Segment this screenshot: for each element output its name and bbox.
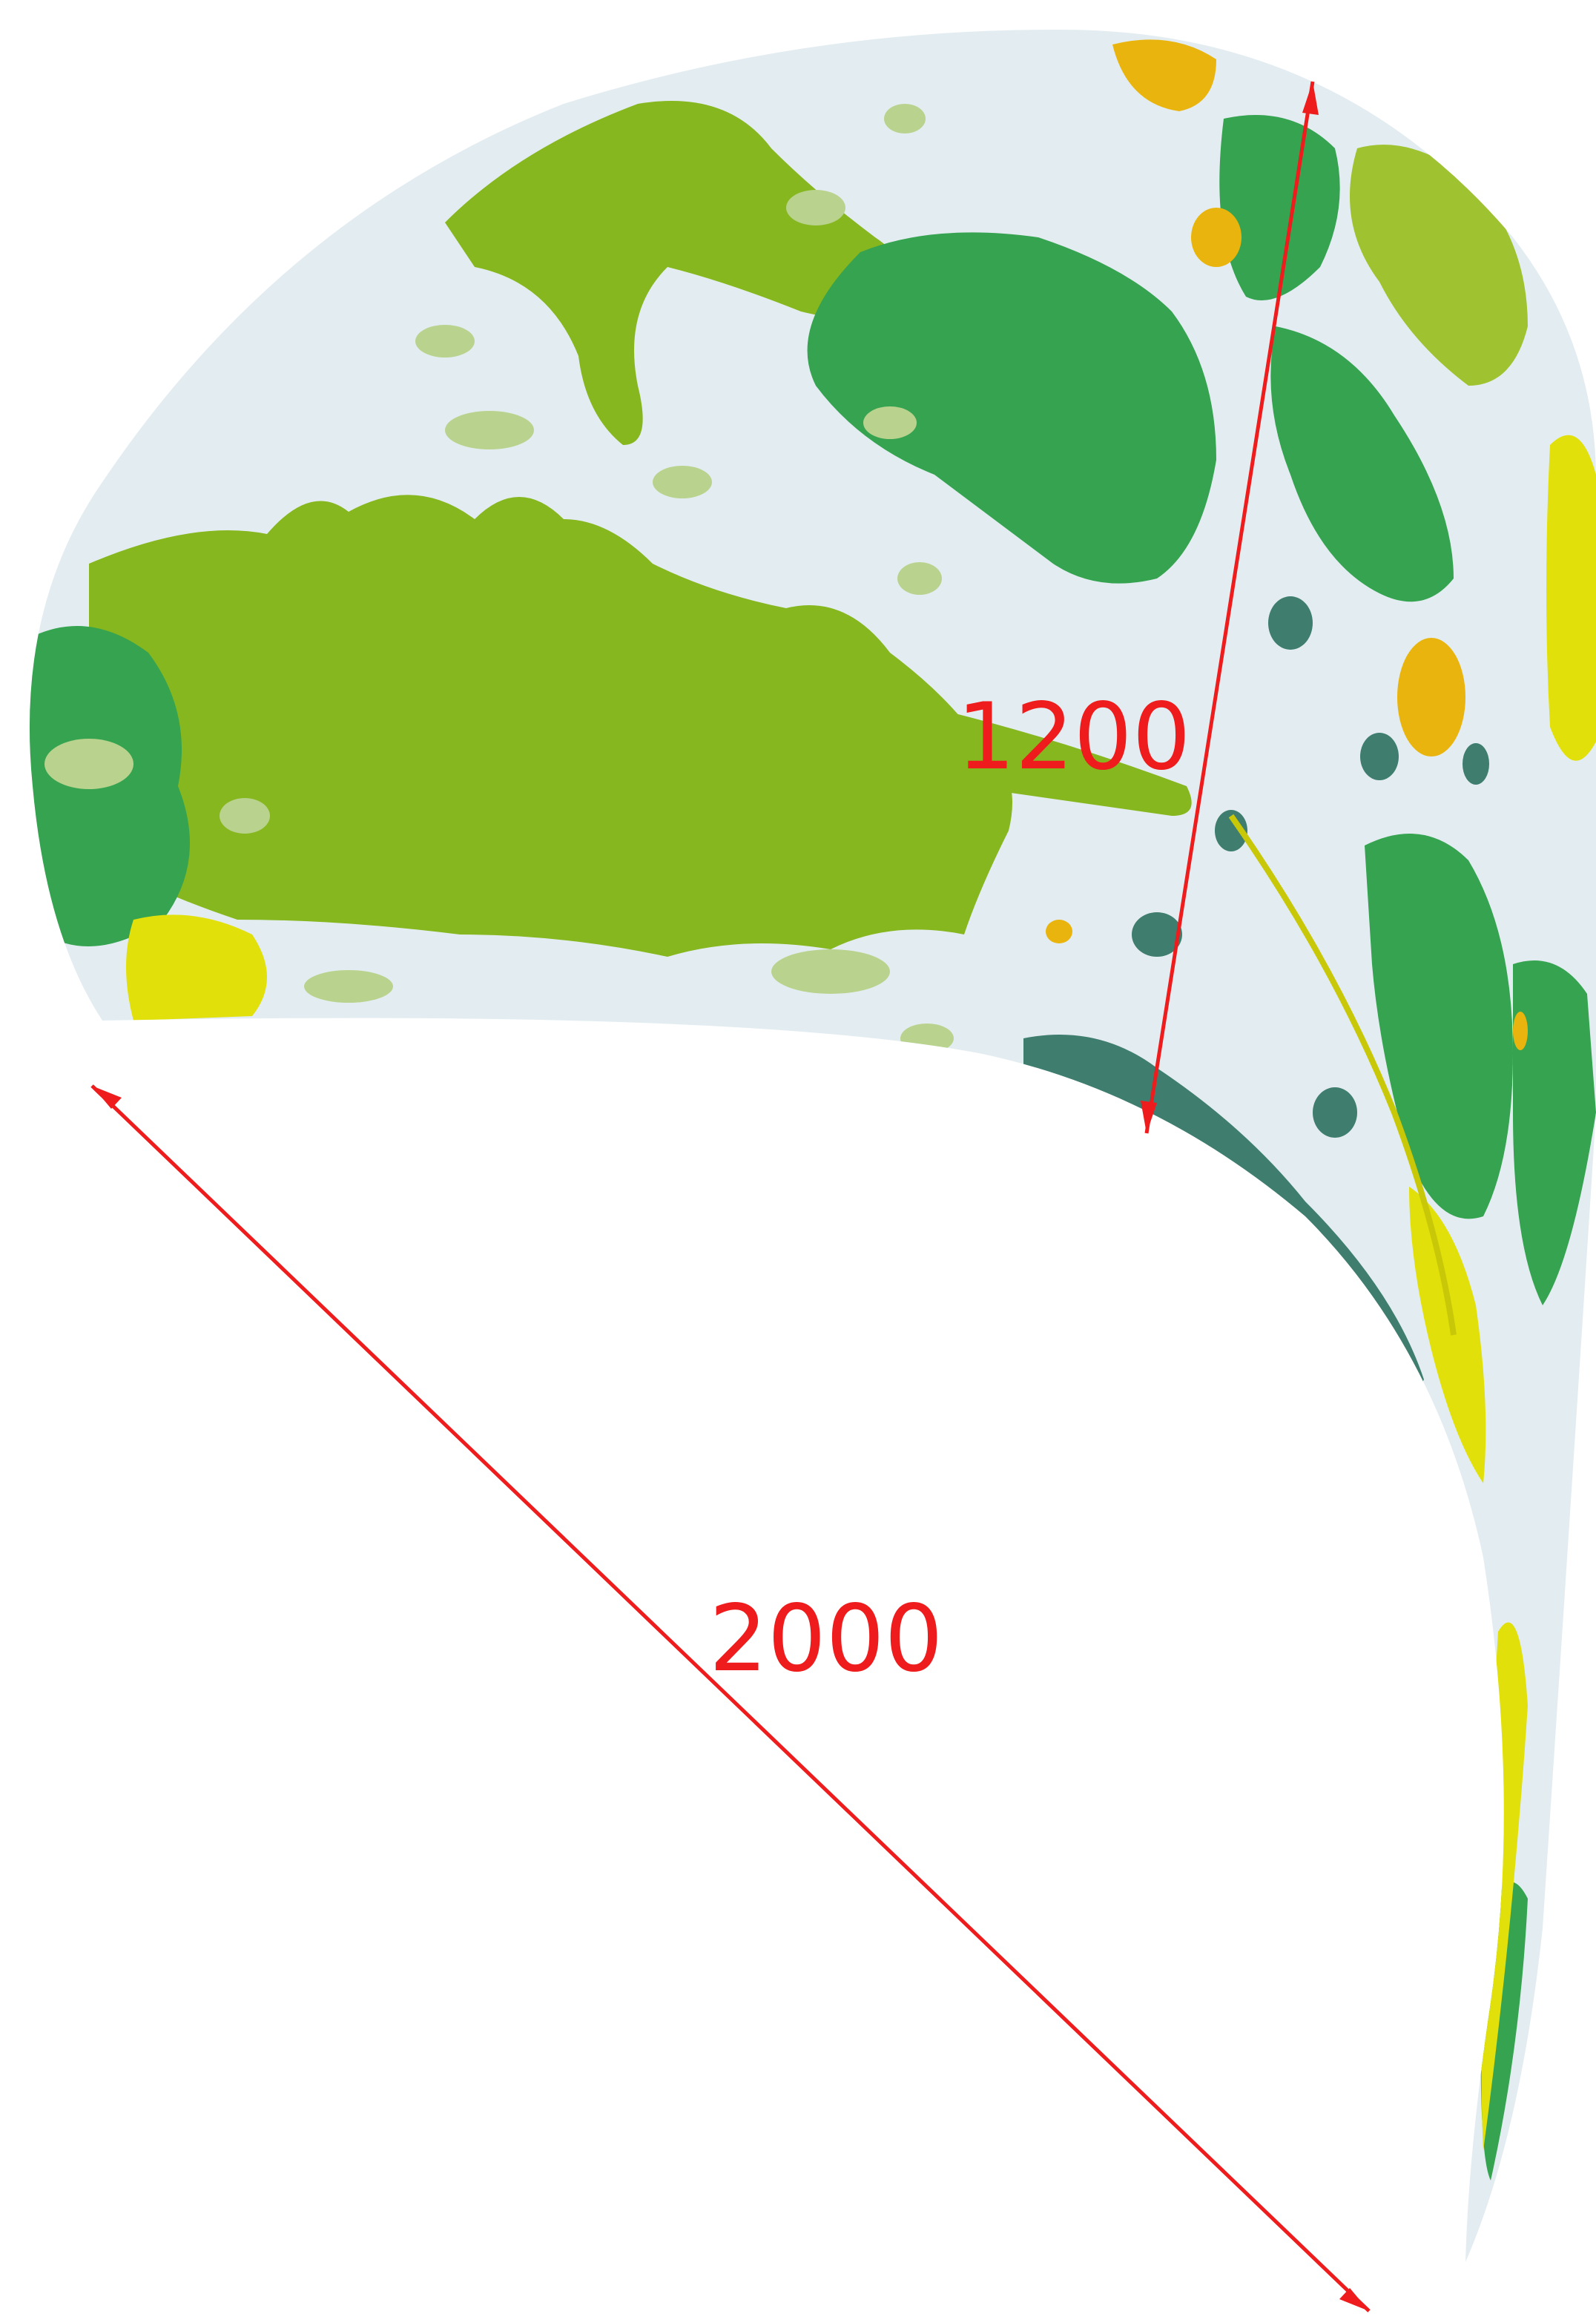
pale-spot-6 [786,190,845,225]
orange-spot-1 [1191,208,1241,267]
pale-spot-4 [445,411,534,449]
orange-spot-3 [1046,920,1072,943]
pale-spot-7 [863,406,917,439]
yellow-thin-line [1228,814,1457,1336]
width-dimension: 2000 [90,1084,1371,2313]
olive-blob-top-right [1350,145,1528,386]
teal-spot-2 [1132,912,1182,957]
pale-spot-10 [900,1024,954,1053]
yellow-streak-lower [1409,1187,1486,1483]
green-blob-far-right [1513,960,1596,1305]
teal-spot-5 [1215,810,1247,851]
teal-spot-6 [1463,743,1489,785]
pale-spot-11 [304,970,393,1003]
teal-spot-4 [1360,733,1399,780]
height-dimension-line [1144,81,1315,1134]
height-dimension-label: 1200 [957,684,1191,791]
pale-spot-3 [415,325,475,357]
pale-spot-12 [884,104,926,134]
green-blob-center [807,232,1216,584]
width-dimension-line [90,1084,1371,2313]
teal-spot-1 [1268,596,1313,650]
pale-spot-1 [44,739,133,789]
yellow-strip-right [1546,435,1596,761]
arrowhead-icon [92,1086,122,1109]
arrowhead-icon [1141,1101,1157,1133]
orange-blob-top [1112,39,1216,112]
green-blob-right [1270,326,1454,602]
green-blob-lower-right [1365,834,1513,1219]
arrowhead-icon [1339,2288,1369,2311]
orange-spot-4 [1513,1012,1528,1050]
width-dimension-label: 2000 [709,1586,943,1692]
green-blob-top-right [1219,115,1340,300]
pale-spot-8 [897,562,942,595]
yellow-blob-left [126,914,267,1021]
pale-spot-9 [771,949,890,994]
lime-splash-large [89,495,1012,957]
pale-spot-2 [220,798,270,834]
lime-splash-upper [445,101,909,445]
height-dimension: 1200 [957,81,1319,1134]
lime-streak [949,712,1192,816]
pale-spot-5 [653,466,712,498]
teal-spot-3 [1313,1087,1357,1138]
arrowhead-icon [1302,82,1319,115]
orange-spot-2 [1397,638,1465,756]
